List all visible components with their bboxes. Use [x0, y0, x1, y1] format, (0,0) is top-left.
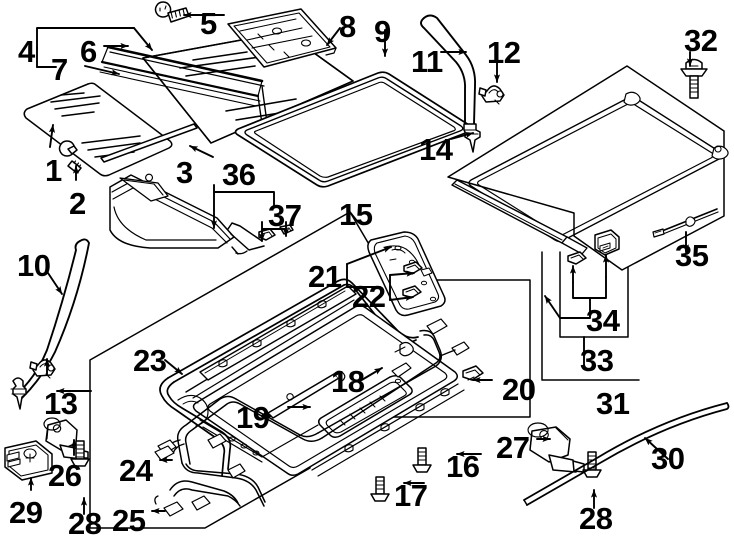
wiring-harness-assembly — [154, 318, 470, 517]
callout-adjuster-rod: 35 — [675, 238, 709, 273]
sunshade-guide-clips-part-34 — [567, 229, 620, 265]
sunshade-assembly-outline-part-31 — [541, 213, 640, 381]
callout-wiring-connector: 24 — [119, 453, 153, 488]
bracket-group-37 — [261, 221, 287, 230]
callout-drain-hose: 10 — [17, 248, 51, 283]
callout-frame-bolt-short: 17 — [394, 478, 428, 513]
callout-wind-deflector: 36 — [222, 157, 256, 192]
callout-glass-panel-group: 4 — [18, 34, 35, 69]
bolt-part-16 — [412, 447, 432, 473]
bracket-group-21 — [346, 263, 381, 288]
flange-bolt-part-32 — [680, 58, 708, 99]
drain-valve-part-14 — [463, 123, 481, 153]
sunshade-panel-assembly — [447, 65, 729, 271]
callout-glass-mounting-bolt: 5 — [200, 6, 217, 41]
bolt-part-17 — [370, 476, 390, 502]
callout-drain-tube-front: 11 — [411, 44, 443, 79]
callout-sunshade-clip-group: 33 — [580, 343, 614, 378]
bracket-group-4 — [36, 27, 135, 68]
callout-glass-panel: 6 — [80, 34, 97, 69]
callout-side-weatherstrip: 30 — [651, 441, 685, 476]
sunroof-frame-rails — [177, 285, 465, 477]
callout-sunshade-assembly-group: 31 — [596, 386, 630, 421]
callout-sunshade-panel: 1 — [45, 153, 62, 188]
callout-hose-clip: 12 — [487, 35, 521, 70]
callout-deflector-pivot-clips: 37 — [268, 198, 302, 233]
callout-sunroof-motor: 27 — [496, 430, 530, 465]
leader-lines — [27, 11, 694, 515]
callout-frame-bolt: 16 — [446, 449, 480, 484]
callout-drive-rail: 18 — [331, 364, 365, 399]
control-module-part-29 — [4, 440, 53, 481]
leader-15 — [349, 211, 359, 223]
callout-motor-bolt-right: 28 — [579, 501, 613, 536]
side-weatherstrip-part-30 — [523, 402, 730, 506]
callout-retaining-clip: 20 — [502, 372, 536, 407]
callout-sunshade-guide-clips: 34 — [586, 303, 620, 338]
callout-wind-deflector-trim: 8 — [339, 9, 356, 44]
retaining-clip-part-20 — [462, 365, 484, 381]
bolt-part-28-left — [70, 440, 90, 467]
callout-drive-motor: 26 — [48, 458, 82, 493]
callout-front-cross-member: 21 — [308, 259, 342, 294]
bracket-group-34 — [572, 276, 607, 299]
callout-cross-member-clip: 22 — [352, 279, 386, 314]
wind-deflector-trim-part-8 — [227, 8, 337, 68]
roof-opening-seal-part-9 — [234, 71, 473, 188]
callout-roof-opening-seal: 9 — [374, 14, 391, 49]
callout-wiring-harness: 25 — [112, 503, 146, 538]
callout-glass-seal: 7 — [51, 52, 68, 87]
callout-drain-channel-tube: 23 — [133, 343, 167, 378]
callout-control-module: 29 — [9, 495, 43, 530]
sunroof-motor-part-27 — [527, 422, 585, 473]
callout-bolt-sunshade: 2 — [69, 186, 86, 221]
drive-motor-part-26 — [43, 417, 89, 460]
callout-drain-valve: 14 — [419, 132, 453, 167]
wind-deflector-part-36 — [109, 173, 235, 249]
drain-grommet-part-13 — [10, 377, 27, 410]
callout-sunroof-frame-assembly: 15 — [339, 197, 373, 232]
callout-guide-link: 19 — [236, 400, 270, 435]
bracket-group-33 — [559, 297, 591, 319]
callout-drain-grommet: 13 — [44, 386, 78, 421]
glass-panel-part-6 — [142, 31, 354, 144]
wiring-connector-part-24 — [154, 445, 175, 461]
callout-mounting-bolt-flange: 32 — [684, 23, 718, 58]
hose-clip-part-12-top — [478, 85, 505, 105]
side-trim-rail-part-3 — [100, 123, 198, 163]
bracket-group-36 — [213, 184, 275, 206]
adjuster-rod-part-35 — [652, 208, 719, 238]
callout-side-trim-rail: 3 — [176, 155, 193, 190]
glass-seal-part-7 — [99, 45, 269, 139]
drain-channel-tube-part-23 — [159, 278, 419, 477]
bolt-part-5 — [154, 1, 190, 23]
callout-motor-bolt-left: 28 — [68, 506, 102, 540]
